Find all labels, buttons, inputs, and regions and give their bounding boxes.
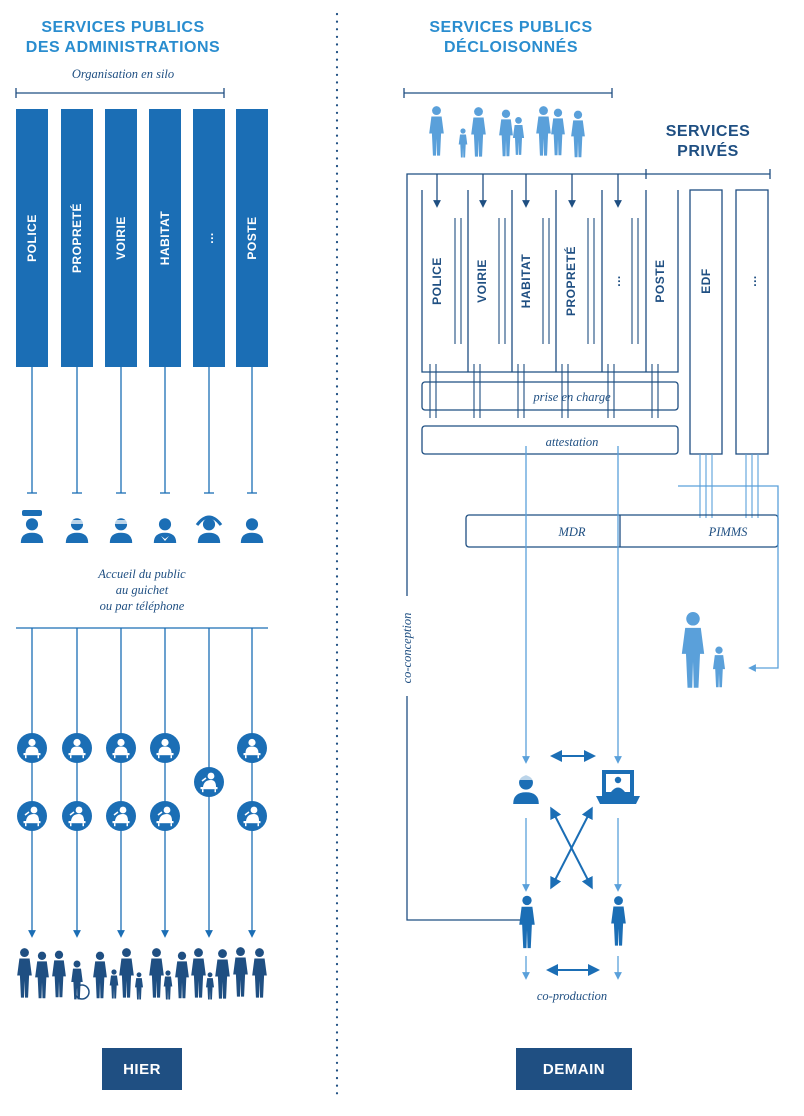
left-panel: POLICE PROPRETÉ VOIRIE HABITAT [15,88,268,1000]
public-service-more: ... [609,275,623,287]
left-title: SERVICES PUBLICS DES ADMINISTRATIONS [16,18,230,58]
agent-at-desk-icon [17,801,47,831]
public-service-habitat: HABITAT [519,254,533,309]
silo-habitat: HABITAT [149,109,181,494]
agent-at-desk-icon [150,801,180,831]
hier-button[interactable]: HIER [102,1048,182,1090]
private-services-title: SERVICES PRIVÉS [646,122,770,162]
private-title-line2: PRIVÉS [677,143,739,160]
agent-at-desk-icon [106,801,136,831]
silo-voirie: VOIRIE [105,109,137,494]
public-service-columns [421,190,679,373]
flow-lines [522,446,622,980]
desk-agents [17,733,267,831]
mother-child-icon [681,612,726,688]
private-title-line1: SERVICES [665,123,751,140]
decloisonne-bracket [403,88,613,98]
shared-process-bars [421,364,679,455]
desk-agent-icon [106,733,136,763]
silo-proprete: PROPRETÉ [61,109,93,494]
private-service-edf: EDF [699,268,713,294]
exchange-arrows [546,750,600,976]
silo-police: POLICE [16,109,48,494]
mdr-label: MDR [557,525,585,539]
public-service-voirie: VOIRIE [475,259,489,303]
agent-at-desk-icon [62,801,92,831]
police-officer-icon [20,510,44,543]
cleaner-icon [65,518,89,543]
right-panel: co-conception POLICE VOIRIE HABITAT PROP… [398,88,779,1003]
public-service-poste: POSTE [653,259,667,302]
silo-more: ... [193,109,225,494]
reception-comb [16,627,268,938]
desk-agent-icon [62,733,92,763]
postal-agent-icon [240,518,264,543]
pimms-label: PIMMS [708,525,749,539]
right-title-line2: DÉCLOISONNÉS [443,39,578,56]
co-conception-label: co-conception [400,613,414,684]
co-conception-loop [406,173,646,921]
agent-at-desk-icon [194,767,224,797]
crowd-icon [17,947,267,1000]
reception-line2: au guichet [115,583,169,597]
standing-person-icon [519,895,626,949]
private-service-more: ... [745,275,759,287]
attestation-label: attestation [546,435,599,449]
silo-poste: POSTE [236,109,268,494]
desk-agent-icon [150,733,180,763]
computer-screen-icon [596,770,640,804]
reception-line1: Accueil du public [98,567,186,581]
reception-label: Accueil du public au guichet ou par télé… [40,566,244,614]
silo-subtitle: Organisation en silo [71,67,175,81]
public-service-proprete: PROPRETÉ [563,246,578,316]
right-title: SERVICES PUBLICS DÉCLOISONNÉS [404,18,618,58]
housing-agent-icon [153,518,177,543]
agent-icons [20,510,264,543]
left-title-line2: DES ADMINISTRATIONS [25,39,221,56]
reception-line3: ou par téléphone [99,599,185,613]
silo-label-police: POLICE [25,214,39,262]
demain-button[interactable]: DEMAIN [516,1048,632,1090]
prise-en-charge-label: prise en charge [532,390,611,404]
silo-columns: POLICE PROPRETÉ VOIRIE HABITAT [16,109,268,494]
silo-label-voirie: VOIRIE [114,216,128,260]
desk-agent-icon [17,733,47,763]
pimms-connector [678,485,779,672]
silo-bracket [15,88,225,98]
agent-at-desk-icon [237,801,267,831]
right-title-line1: SERVICES PUBLICS [429,19,593,36]
silo-label-poste: POSTE [245,216,259,259]
family-walking-icon [429,106,585,158]
advisor-icon [513,775,539,804]
private-bracket [645,169,771,179]
silo-label-habitat: HABITAT [158,211,172,266]
road-worker-icon [109,518,133,543]
silo-label-more: ... [202,232,216,244]
public-service-police: POLICE [430,257,444,305]
desk-agent-icon [237,733,267,763]
phone-operator-icon [195,515,223,543]
left-title-line1: SERVICES PUBLICS [41,19,205,36]
private-service-columns [689,189,769,518]
co-production-label: co-production [537,989,607,1003]
silo-label-proprete: PROPRETÉ [69,203,84,273]
